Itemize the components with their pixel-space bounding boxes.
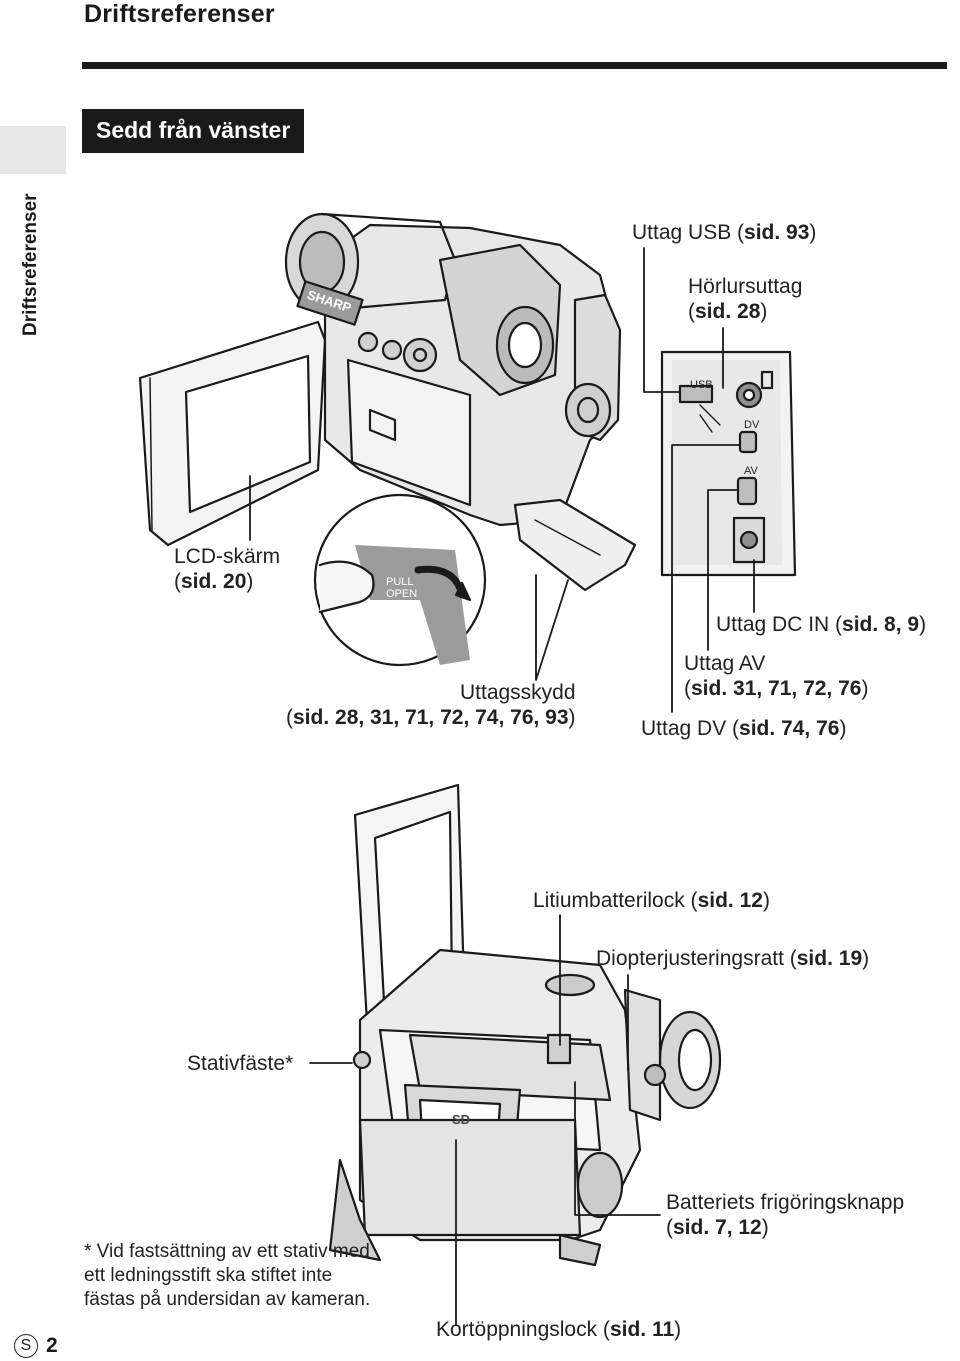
label-card-lock: Kortöppningslock (sid. 11) — [436, 1318, 682, 1341]
label-diopter: Diopterjusteringsratt (sid. 19) — [596, 947, 870, 970]
sd-mark: SD — [452, 1112, 470, 1127]
footnote: * Vid fastsättning av ett stativ med ett… — [84, 1241, 371, 1310]
language-badge: S — [14, 1334, 38, 1358]
label-battery-release: Batteriets frigöringsknapp (sid. 7, 12) — [666, 1191, 905, 1239]
av-port-mark: AV — [744, 465, 759, 477]
label-dv: Uttag DV (sid. 74, 76) — [641, 717, 847, 740]
open-mark: OPEN — [386, 588, 417, 600]
label-usb: Uttag USB (sid. 93) — [632, 221, 817, 244]
usb-port-mark: USB — [690, 379, 713, 391]
page-number: 2 — [46, 1334, 58, 1357]
label-dcin: Uttag DC IN (sid. 8, 9) — [716, 613, 927, 636]
label-av: Uttag AV (sid. 31, 71, 72, 76) — [684, 652, 869, 700]
pull-mark: PULL — [386, 576, 414, 588]
page-footer: S 2 — [14, 1334, 58, 1358]
side-tab — [0, 126, 66, 174]
label-headphone: Hörlursuttag (sid. 28) — [688, 275, 803, 323]
label-lcd: LCD-skärm (sid. 20) — [174, 545, 281, 593]
header-rule — [82, 62, 947, 69]
label-cover: Uttagsskydd (sid. 28, 31, 71, 72, 74, 76… — [286, 681, 576, 729]
label-tripod: Stativfäste* — [187, 1052, 294, 1075]
page-header-title: Driftsreferenser — [84, 0, 275, 28]
label-battery-lock: Litiumbatterilock (sid. 12) — [533, 889, 770, 912]
dv-port-mark: DV — [744, 419, 760, 431]
section-title: Sedd från vänster — [82, 109, 305, 153]
